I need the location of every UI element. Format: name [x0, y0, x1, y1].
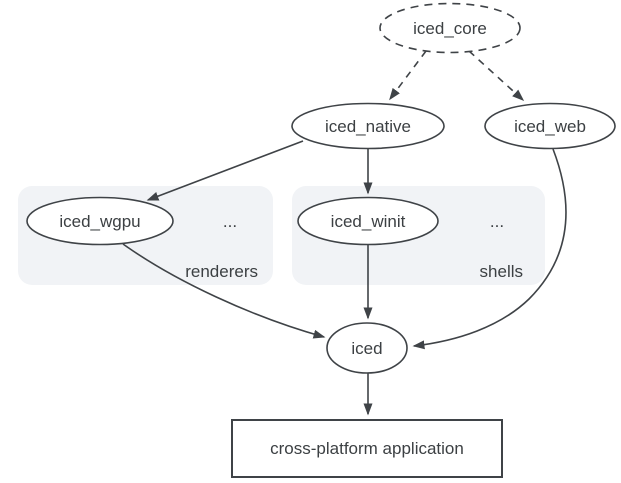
iced-core-label: iced_core [413, 19, 487, 38]
shells-ellipsis: ... [490, 212, 504, 231]
node-iced-native: iced_native [291, 102, 445, 150]
edge-iced-core-to-iced-native [389, 50, 427, 101]
renderers-group-label: renderers [185, 262, 258, 281]
application-label: cross-platform application [270, 439, 464, 458]
iced-ellipse [326, 322, 408, 374]
node-application: cross-platform application [231, 419, 503, 478]
edge-iced-core-to-iced-web [468, 50, 525, 102]
iced-core-ellipse [379, 2, 521, 54]
iced-winit-ellipse [297, 196, 439, 246]
shells-group-label: shells [480, 262, 523, 281]
application-rect [231, 419, 503, 478]
edge-iced-web-to-iced [412, 148, 567, 350]
node-iced: iced [326, 322, 408, 374]
node-iced-winit: iced_winit [297, 196, 439, 246]
iced-label: iced [351, 339, 382, 358]
iced-native-ellipse [291, 102, 445, 150]
iced-wgpu-label: iced_wgpu [59, 212, 140, 231]
iced-web-label: iced_web [514, 117, 586, 136]
edge-iced-native-to-iced-wgpu [146, 140, 304, 201]
node-iced-wgpu: iced_wgpu [26, 196, 174, 246]
node-iced-web: iced_web [484, 102, 616, 150]
iced-web-ellipse [484, 102, 616, 150]
edge-iced-wgpu-to-iced [122, 243, 326, 339]
iced-native-label: iced_native [325, 117, 411, 136]
renderers-ellipsis: ... [223, 212, 237, 231]
node-iced-core: iced_core [379, 2, 521, 54]
iced-winit-label: iced_winit [331, 212, 406, 231]
iced-wgpu-ellipse [26, 196, 174, 246]
